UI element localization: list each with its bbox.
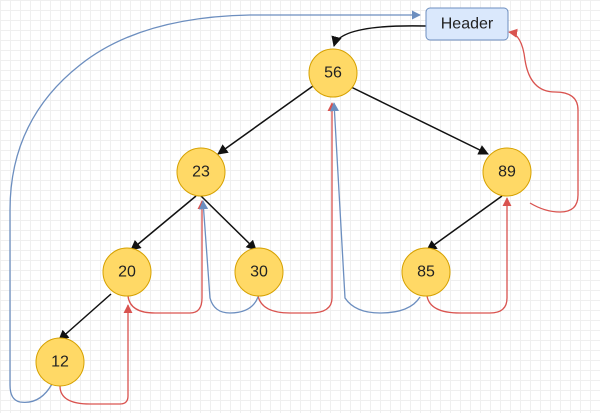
node-30: 30 <box>234 247 284 297</box>
node-12: 12 <box>35 337 85 387</box>
edge-23-20 <box>130 195 197 251</box>
node-20: 20 <box>102 247 152 297</box>
edge-56-23 <box>217 85 314 155</box>
thread-85-to-89 <box>426 197 512 314</box>
thread-12-to-20 <box>59 304 133 405</box>
edge-56-89 <box>348 85 489 155</box>
edge-89-85 <box>426 195 503 251</box>
node-56-label: 56 <box>324 65 342 82</box>
thread-85-to-56 <box>329 102 421 314</box>
red-threads <box>59 28 579 405</box>
edge-20-12 <box>58 293 112 341</box>
node-20-label: 20 <box>118 264 136 281</box>
tree-nodes: 56 23 89 20 30 85 12 <box>35 48 532 387</box>
node-89-label: 89 <box>498 164 516 181</box>
edge-header-56 <box>331 25 427 48</box>
edge-23-30 <box>200 195 257 251</box>
header-label: Header <box>441 16 494 33</box>
thread-30-to-23 <box>199 200 259 314</box>
tree-edges <box>58 25 503 341</box>
thread-20-to-23 <box>127 200 207 314</box>
thread-89-to-header <box>508 28 579 213</box>
thread-30-to-56 <box>257 102 337 314</box>
thread-12-to-header <box>9 10 421 404</box>
node-85: 85 <box>401 247 451 297</box>
header-rect <box>425 7 509 41</box>
node-56: 56 <box>308 48 358 98</box>
node-89: 89 <box>482 147 532 197</box>
blue-threads <box>9 10 421 404</box>
header-box: Header <box>425 7 509 41</box>
node-30-label: 30 <box>250 264 268 281</box>
node-23: 23 <box>176 147 226 197</box>
node-12-label: 12 <box>51 354 69 371</box>
node-23-label: 23 <box>192 164 210 181</box>
node-85-label: 85 <box>417 264 435 281</box>
